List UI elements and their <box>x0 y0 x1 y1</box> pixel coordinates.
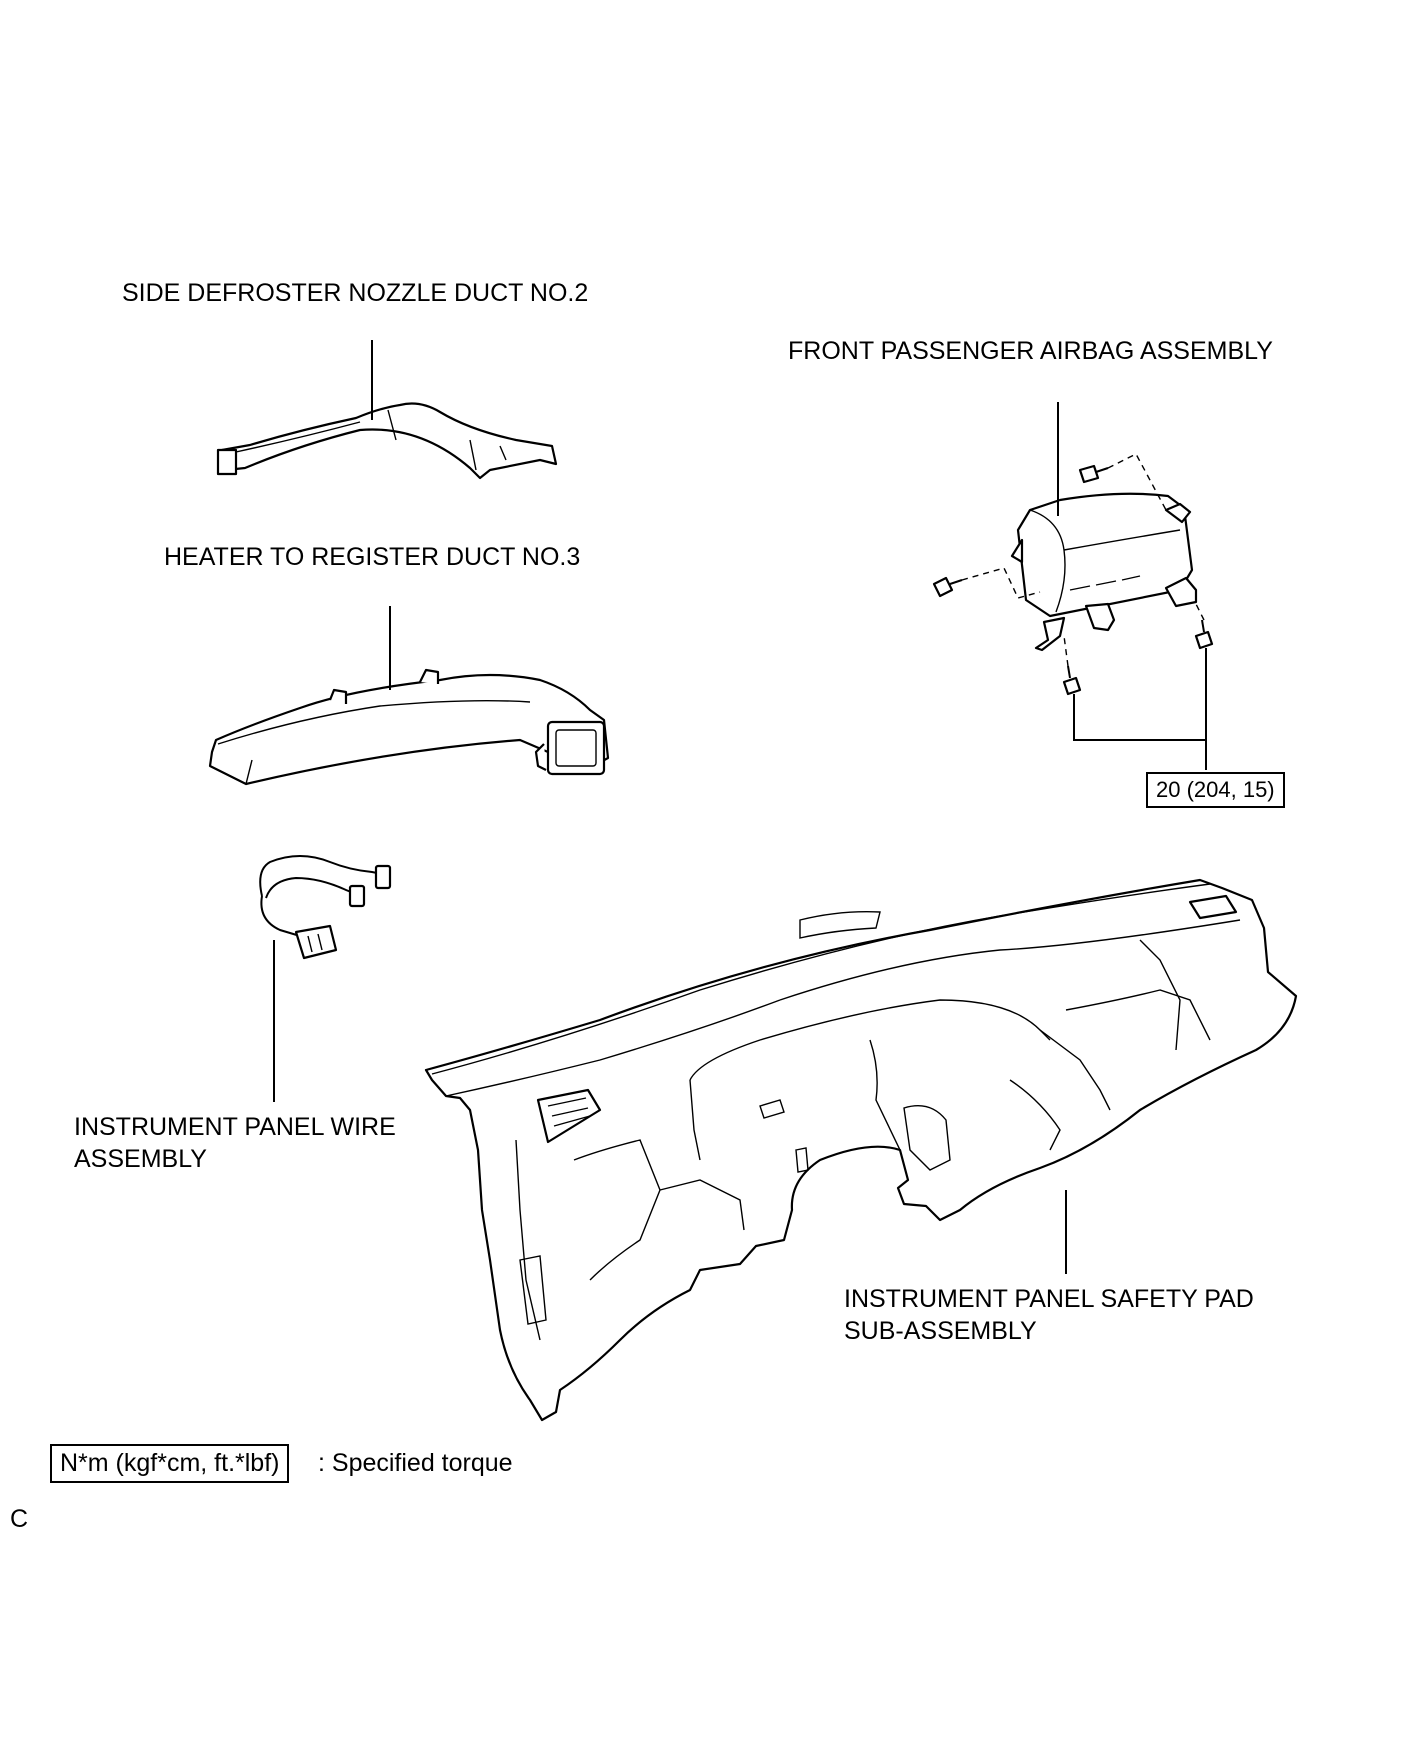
label-side-defroster-duct: SIDE DEFROSTER NOZZLE DUCT NO.2 <box>122 279 589 307</box>
heater-duct-drawing <box>208 668 610 786</box>
label-safety-pad-line2: SUB-ASSEMBLY <box>844 1317 1037 1345</box>
side-defroster-duct-drawing <box>216 402 558 480</box>
torque-spec-box: 20 (204, 15) <box>1146 772 1285 808</box>
airbag-assembly-drawing <box>932 453 1214 696</box>
label-wire-assembly-line1: INSTRUMENT PANEL WIRE <box>74 1113 396 1141</box>
safety-pad-drawing <box>424 878 1298 1422</box>
leader-torque-bracket <box>1073 648 1207 741</box>
label-front-passenger-airbag: FRONT PASSENGER AIRBAG ASSEMBLY <box>788 337 1273 365</box>
label-heater-duct: HEATER TO REGISTER DUCT NO.3 <box>164 543 581 571</box>
legend-unit-box: N*m (kgf*cm, ft.*lbf) <box>50 1444 290 1483</box>
legend-description: : Specified torque <box>318 1449 513 1477</box>
leader-lines <box>273 340 1207 1274</box>
wire-assembly-drawing <box>259 855 392 960</box>
label-wire-assembly-line2: ASSEMBLY <box>74 1145 207 1173</box>
label-safety-pad-line1: INSTRUMENT PANEL SAFETY PAD <box>844 1285 1254 1313</box>
corner-code: C <box>10 1505 29 1533</box>
